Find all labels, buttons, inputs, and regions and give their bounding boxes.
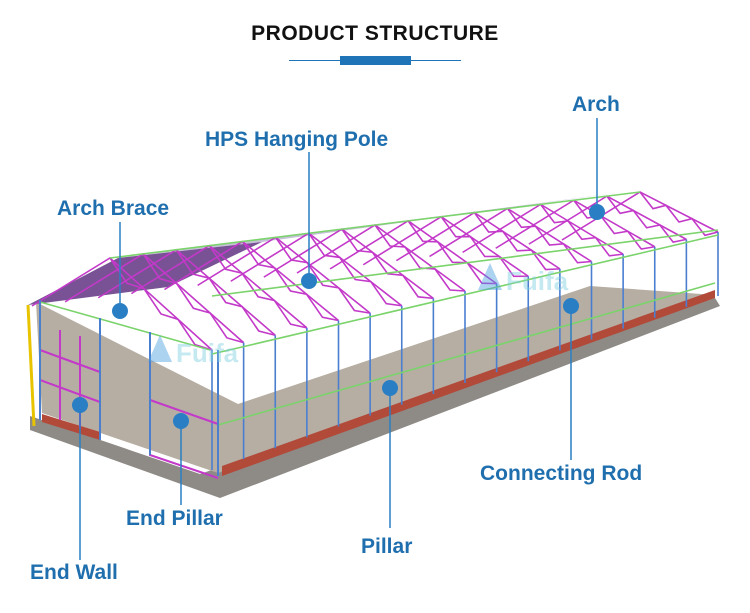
label-connecting-rod: Connecting Rod — [480, 462, 643, 485]
arch-brace — [208, 245, 308, 329]
connecting-rods — [39, 191, 719, 426]
arch-brace — [374, 224, 466, 292]
callout-dots — [72, 204, 605, 429]
watermark-text-left: Fuifa — [176, 338, 239, 368]
arch-brace — [573, 199, 655, 250]
end-post — [26, 304, 36, 427]
label-end-wall: End Wall — [30, 561, 118, 584]
pillar-dot — [382, 380, 398, 396]
hps-hanging-pole-dot — [301, 273, 317, 289]
arch-brace — [506, 208, 592, 264]
title-accent-bar — [340, 56, 411, 65]
arch-brace — [639, 191, 719, 237]
arch-brace — [142, 253, 244, 344]
label-hps-hanging-pole: HPS Hanging Pole — [205, 128, 389, 151]
brick-plinth-end — [42, 414, 100, 440]
watermark-text-right: Fuifa — [506, 266, 569, 296]
page-title: PRODUCT STRUCTURE — [251, 22, 499, 45]
label-pillar: Pillar — [361, 535, 413, 558]
label-end-pillar: End Pillar — [126, 507, 223, 530]
end-pillar-dot — [173, 413, 189, 429]
watermark-logo-left: Fuifa — [148, 335, 239, 368]
arch-brace — [473, 212, 560, 271]
arch-brace — [109, 257, 213, 351]
arch-brace-dot — [112, 303, 128, 319]
arch-brace — [539, 203, 624, 257]
arch-brace — [407, 220, 497, 285]
watermark-logo-right: Fuifa — [478, 263, 569, 296]
arch-brace — [175, 249, 276, 337]
arch-brace — [606, 195, 687, 244]
label-arch: Arch — [572, 93, 620, 116]
connecting-rod-dot — [563, 298, 579, 314]
label-arch-brace: Arch Brace — [57, 197, 170, 220]
arch-dot — [589, 204, 605, 220]
callout-lines — [79, 118, 598, 560]
arch-brace — [440, 216, 529, 278]
end-wall-dot — [72, 397, 88, 413]
pillars — [211, 232, 719, 470]
